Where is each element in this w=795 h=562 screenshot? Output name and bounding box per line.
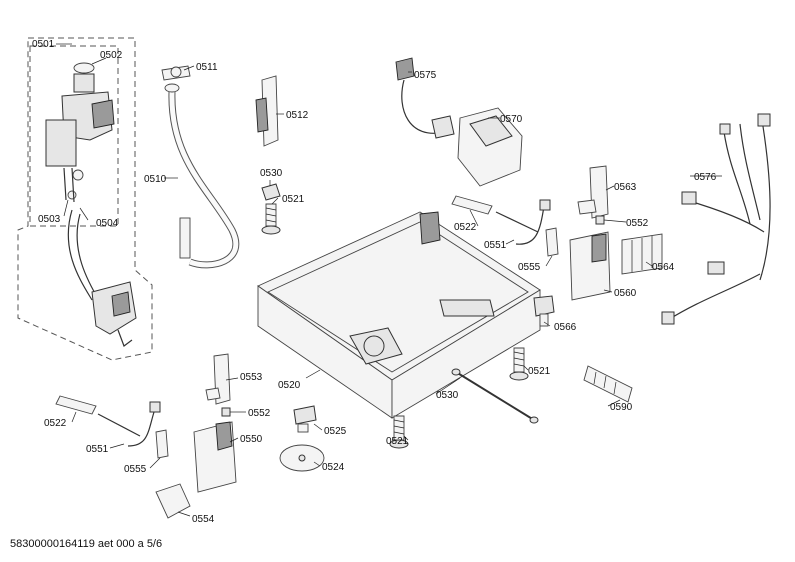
label-0552-lower: 0552 <box>248 408 271 419</box>
sensor-wire-0551-lower-part[interactable] <box>97 401 161 447</box>
label-0525: 0525 <box>324 426 347 437</box>
label-0555-upper: 0555 <box>518 262 541 273</box>
subassembly-0502-outline <box>29 45 119 227</box>
clip-0525-part[interactable] <box>293 405 317 433</box>
label-0560: 0560 <box>614 288 637 299</box>
sensor-0566-part[interactable] <box>533 295 555 327</box>
label-0522-upper: 0522 <box>454 222 477 233</box>
label-0570: 0570 <box>500 114 523 125</box>
pin-0522-upper-part[interactable] <box>451 195 493 215</box>
bracket-0550-part[interactable] <box>193 421 237 493</box>
label-0554: 0554 <box>192 514 215 525</box>
valve-block-part[interactable] <box>45 62 115 203</box>
bracket-0554-part[interactable] <box>155 483 191 519</box>
latch-0555-upper-part[interactable] <box>545 227 559 257</box>
bracket-0560-part[interactable] <box>569 231 611 301</box>
label-0550: 0550 <box>240 434 263 445</box>
label-0564: 0564 <box>652 262 675 273</box>
label-0575: 0575 <box>414 70 437 81</box>
nut-0530-part[interactable] <box>261 183 281 201</box>
label-0510: 0510 <box>144 174 167 185</box>
label-0551-lower: 0551 <box>86 444 109 455</box>
label-0530-lower: 0530 <box>436 390 459 401</box>
label-0522-lower: 0522 <box>44 418 67 429</box>
pin-0522-lower-part[interactable] <box>55 395 97 415</box>
label-0530-upper: 0530 <box>260 168 283 179</box>
label-0502: 0502 <box>100 50 123 61</box>
label-0576: 0576 <box>694 172 717 183</box>
label-0521-lower: 0521 <box>386 436 409 447</box>
label-0503: 0503 <box>38 214 61 225</box>
label-0524: 0524 <box>322 462 345 473</box>
label-0563: 0563 <box>614 182 637 193</box>
label-0551-upper: 0551 <box>484 240 507 251</box>
screw-0521-middle-part[interactable] <box>509 347 529 381</box>
label-0566: 0566 <box>554 322 577 333</box>
screw-0521-lower-part[interactable] <box>389 415 409 449</box>
hose-harness-part[interactable] <box>67 209 137 347</box>
part-labels: 0501 0502 0503 0504 0510 0511 0512 0530 … <box>32 39 717 525</box>
assembly-0501-outline <box>17 37 153 361</box>
hose-clamp-part[interactable] <box>161 65 191 81</box>
label-0521-middle: 0521 <box>528 366 551 377</box>
drain-hose-part[interactable] <box>164 83 240 269</box>
leader-lines <box>56 43 722 517</box>
label-0511: 0511 <box>196 62 218 73</box>
latch-0555-lower-part[interactable] <box>155 429 169 459</box>
grille-0564-part[interactable] <box>621 233 663 275</box>
bracket-0553-part[interactable] <box>205 353 231 405</box>
label-0501: 0501 <box>32 39 55 50</box>
bracket-0563-part[interactable] <box>577 165 609 219</box>
label-0504: 0504 <box>96 218 119 229</box>
label-0520: 0520 <box>278 380 301 391</box>
clip-0552-upper-part[interactable] <box>595 215 605 225</box>
power-cable-part[interactable] <box>395 57 455 139</box>
base-tub-part[interactable] <box>257 211 541 419</box>
label-0552-upper: 0552 <box>626 218 649 229</box>
document-code: 58300000164119 aet 000 a 5/6 <box>10 538 163 550</box>
wiring-harness-part[interactable] <box>661 113 771 325</box>
sensor-wire-0551-upper-part[interactable] <box>495 199 551 245</box>
rod-0530-lower-part[interactable] <box>451 368 539 424</box>
control-module-part[interactable] <box>457 107 523 187</box>
filter-0590-part[interactable] <box>583 365 633 403</box>
disc-0524-part[interactable] <box>279 444 325 472</box>
label-0555-lower: 0555 <box>124 464 147 475</box>
label-0590: 0590 <box>610 402 633 413</box>
label-0512: 0512 <box>286 110 309 121</box>
label-0521-upper: 0521 <box>282 194 305 205</box>
label-0553: 0553 <box>240 372 263 383</box>
clip-0552-lower-part[interactable] <box>221 407 231 417</box>
screw-0521-upper-part[interactable] <box>261 203 281 235</box>
bracket-0512-part[interactable] <box>255 75 279 147</box>
